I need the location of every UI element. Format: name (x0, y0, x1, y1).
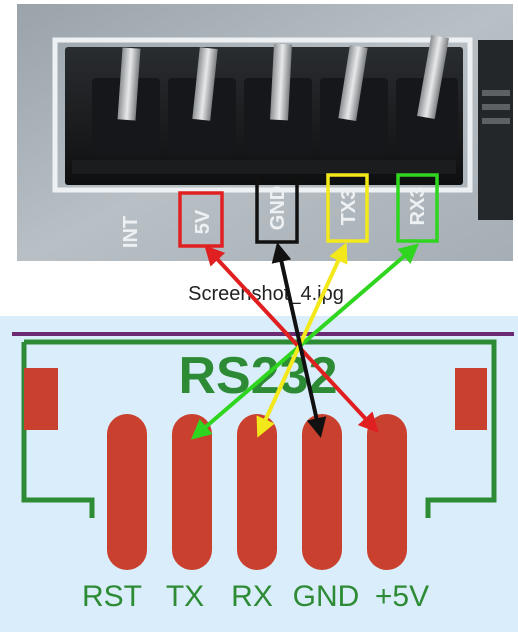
header-pin (244, 43, 312, 156)
pin-label-tx: TX (166, 580, 204, 613)
pin-label-5v: +5V (375, 580, 429, 613)
pin-label-gnd: GND (293, 580, 360, 613)
label-tx3: TX3 (338, 189, 360, 226)
pin-pad-tx (172, 414, 212, 570)
pin-pad-5v (367, 414, 407, 570)
pin-labels: RST TX RX GND +5V (82, 580, 429, 613)
highlight-box-gnd (255, 174, 299, 244)
side-component (478, 40, 513, 220)
footprint-outline (52, 37, 473, 193)
connection-wires (190, 242, 420, 440)
header-pin (92, 47, 160, 156)
label-gnd: GND (267, 186, 289, 230)
highlight-box-rx (396, 173, 439, 243)
label-5v: 5V (192, 209, 214, 234)
mounting-pad-right (455, 368, 487, 430)
header-pin (396, 35, 458, 156)
pin-label-rst: RST (82, 580, 142, 613)
header-pin (168, 47, 236, 156)
pin-pad-rst (107, 414, 147, 570)
top-rule (12, 332, 514, 336)
highlight-box-tx (326, 173, 369, 243)
pin-pad-gnd (302, 414, 342, 570)
pin-silk-labels: INT 5V GND TX3 RX3 (120, 186, 429, 248)
header-pins (92, 35, 458, 156)
wire-gnd-to-gnd (271, 242, 327, 438)
pin-pad-rx (237, 414, 277, 570)
rs232-schematic: RS232 RST TX RX GND +5V (0, 316, 518, 632)
pin-pads (107, 414, 407, 570)
board-photo: INT 5V GND TX3 RX3 (17, 4, 513, 261)
label-rx3: RX3 (407, 187, 429, 226)
pin-label-rx: RX (231, 580, 273, 613)
label-int: INT (120, 216, 142, 248)
header-pin (320, 45, 388, 156)
schematic-title: RS232 (179, 347, 338, 405)
mounting-pad-left (24, 368, 58, 430)
